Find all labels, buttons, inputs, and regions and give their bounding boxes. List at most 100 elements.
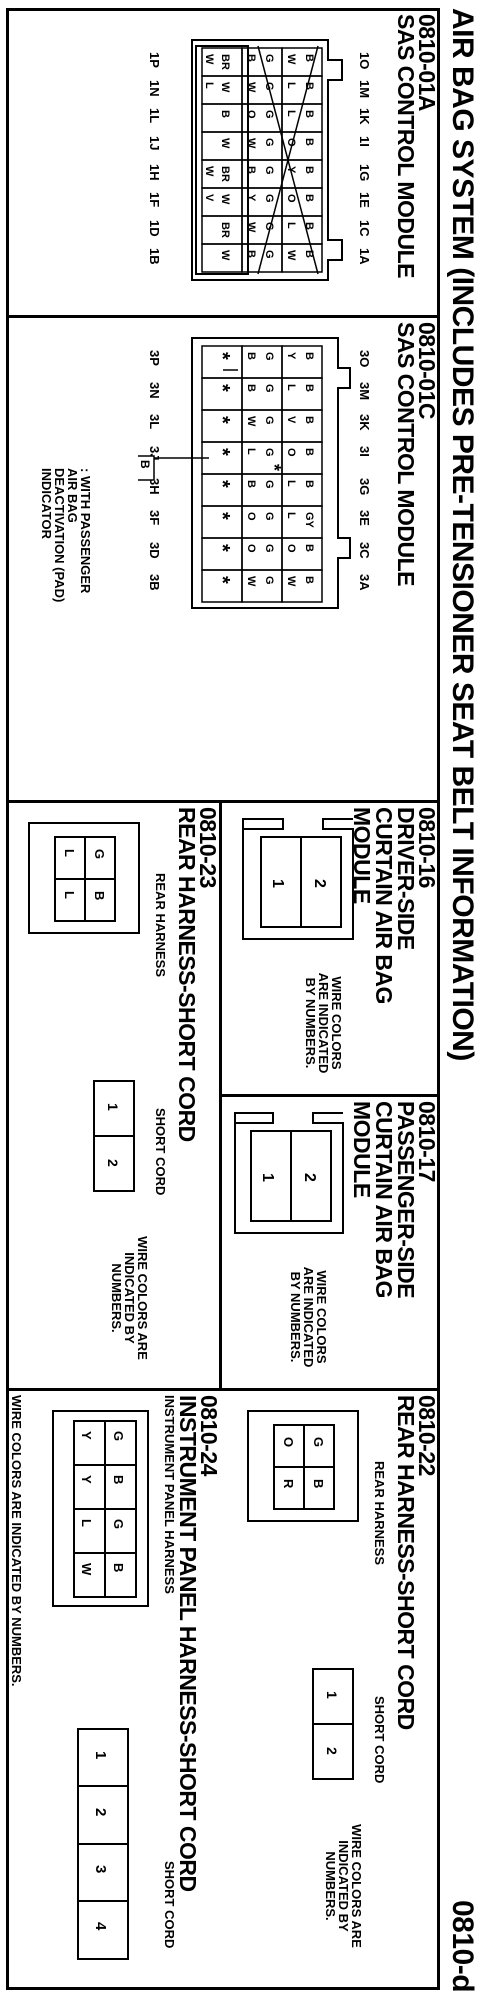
wire-color: W: [285, 54, 297, 65]
terminal-cell: [201, 377, 243, 411]
wire-color: G: [263, 384, 275, 393]
wire-color: L: [285, 480, 297, 487]
wire-color: V: [203, 194, 215, 202]
pin-label: 1O: [357, 52, 372, 69]
short-pin: 4: [92, 1922, 109, 1931]
wire-color: B: [111, 1475, 126, 1484]
short-pin-2: 2: [324, 1747, 340, 1755]
wire-1-top: G: [311, 1437, 326, 1447]
wire-2-bottom: R: [281, 1479, 296, 1489]
left-label: REAR HARNESS: [372, 1461, 387, 1566]
page-id: 0810-d: [446, 1900, 479, 1993]
panel-0810-17: 0810-17 PASSENGER-SIDE CURTAIN AIR BAG M…: [222, 1097, 440, 1387]
pin-label: 3F: [147, 510, 162, 525]
wire-color: *: [211, 544, 233, 552]
wire-color: G: [263, 82, 275, 91]
connector-23-right-drawing: 1 2: [93, 1080, 135, 1192]
wire-color: *: [211, 480, 233, 488]
wire-color: G: [263, 194, 275, 203]
terminal-cell: [201, 569, 243, 603]
terminal-cell: [281, 377, 323, 411]
connector-code: 0810-22: [414, 1395, 440, 1476]
connector-name: REAR HARNESS-SHORT CORD: [174, 807, 200, 1142]
wire-color: B: [245, 480, 257, 488]
wire-color: L: [245, 448, 257, 455]
pin-label: 3B: [147, 574, 162, 591]
right-label: SHORT CORD: [153, 1108, 168, 1196]
wire-color-note: WIRE COLORS ARE INDICATED BY NUMBERS.: [109, 1236, 150, 1360]
short-pin-2: 2: [105, 1159, 121, 1167]
wire-color: BR: [219, 166, 231, 182]
wire-color: G: [111, 1431, 126, 1441]
wire-color: *: [211, 576, 233, 584]
terminal-cell: [201, 345, 243, 379]
wire-color: O: [245, 110, 257, 119]
pin-label: 1D: [147, 220, 162, 237]
pin-label: 3C: [357, 542, 372, 559]
terminal-cell: [241, 505, 283, 539]
pin-label: 3D: [147, 542, 162, 559]
wire-color: B: [245, 352, 257, 360]
wire-color: W: [203, 54, 215, 65]
pin-label: 1J: [147, 136, 162, 150]
wire-color: L: [285, 82, 297, 89]
wire-color: W: [245, 138, 257, 149]
wire-color: W: [285, 250, 297, 261]
connector-22-right-drawing: 1 2: [312, 1668, 354, 1780]
wire-color: BR: [219, 222, 231, 238]
wire-color: W: [219, 194, 231, 205]
connector-name: PASSENGER-SIDE CURTAIN AIR BAG MODULE: [349, 1101, 419, 1299]
terminal-cell: [201, 103, 243, 133]
pin-label: 1K: [357, 108, 372, 125]
connector-16-drawing: 2 1: [242, 818, 354, 940]
sheet-title: AIR BAG SYSTEM (INCLUDES PRE-TENSIONER S…: [446, 8, 479, 1061]
pin-label: 3K: [357, 414, 372, 431]
wire-color: *: [211, 352, 233, 360]
wire-color: Y: [79, 1475, 94, 1484]
wire-color: L: [285, 110, 297, 117]
wire-color: G: [263, 250, 275, 259]
wire-color: B: [245, 250, 257, 258]
wire-color: O: [285, 138, 297, 147]
terminal-cell: [201, 243, 243, 273]
wire-color: B: [303, 222, 315, 230]
wire-color: V: [285, 416, 297, 424]
left-label: INSTRUMENT PANEL HARNESS: [162, 1395, 177, 1594]
pin-label: 1G: [357, 164, 372, 181]
pad-asterisk: *: [264, 464, 284, 471]
wire-color: B: [303, 194, 315, 202]
panel-0810-23: 0810-23 REAR HARNESS-SHORT CORD REAR HAR…: [9, 803, 221, 1387]
pin-label: 3M: [357, 382, 372, 400]
terminal-cell: [241, 345, 283, 379]
pin-label: 3P: [147, 350, 162, 366]
pin-label: 1M: [357, 80, 372, 98]
terminal-cell: [281, 75, 323, 105]
terminal-cell: [281, 505, 323, 539]
wire-color: G: [263, 544, 275, 553]
pin-label: 3E: [357, 510, 372, 526]
short-pin-1: 1: [105, 1103, 121, 1111]
connector-code: 0810-24: [196, 1395, 222, 1476]
connector-body: [191, 337, 351, 609]
pin-label: 1H: [147, 164, 162, 181]
wire-color: G: [263, 166, 275, 175]
wire-color: BR: [219, 54, 231, 70]
wire-color: *: [211, 384, 233, 392]
connector-name: INSTRUMENT PANEL HARNESS-SHORT CORD: [175, 1395, 201, 1892]
wire-color: G: [263, 138, 275, 147]
wire-1-bottom: L: [62, 849, 77, 857]
wire-color: W: [79, 1563, 94, 1576]
terminal-cell: [281, 537, 323, 571]
pin-label: 1A: [357, 248, 372, 265]
wire-color: Y: [245, 194, 257, 202]
wire-color: G: [263, 54, 275, 63]
short-pin-1: 1: [324, 1691, 340, 1699]
pad-indicator-leader: [138, 455, 209, 481]
wire-color: W: [245, 416, 257, 427]
pin-2: 2: [311, 879, 328, 888]
connector-23-left-drawing: G L B L: [28, 822, 140, 934]
wire-color: B: [245, 54, 257, 62]
short-pin: 1: [92, 1751, 109, 1759]
